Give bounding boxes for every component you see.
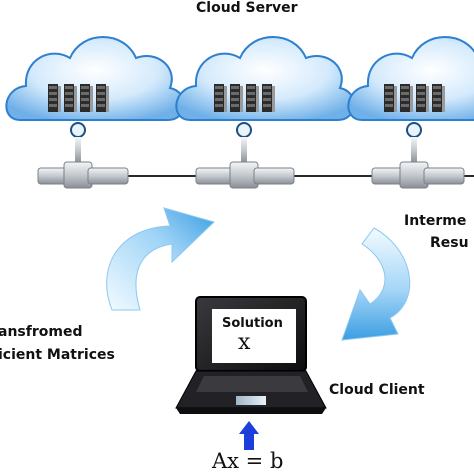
intermediate-results-label-line2: Resu — [430, 235, 469, 251]
equation-label: Ax = b — [212, 449, 284, 473]
transformed-matrices-label-line2: icient Matrices — [0, 347, 115, 363]
curved-arrow-icon — [341, 227, 411, 341]
solution-variable: x — [238, 330, 251, 355]
pipe-connector-icon — [195, 122, 295, 189]
pipe-connector-icon — [37, 122, 129, 189]
cloud-client-label: Cloud Client — [329, 382, 425, 398]
cloud-icon — [5, 36, 185, 121]
laptop-icon — [175, 296, 327, 414]
up-arrow-icon — [239, 421, 259, 450]
curved-arrow-icon — [106, 207, 215, 311]
pipe-connector-icon — [371, 122, 465, 189]
solution-title: Solution — [222, 316, 283, 331]
cloud-server-label: Cloud Server — [196, 0, 298, 16]
transformed-matrices-label-line1: ansfromed — [0, 324, 83, 340]
intermediate-results-label-line1: Interme — [404, 213, 467, 229]
